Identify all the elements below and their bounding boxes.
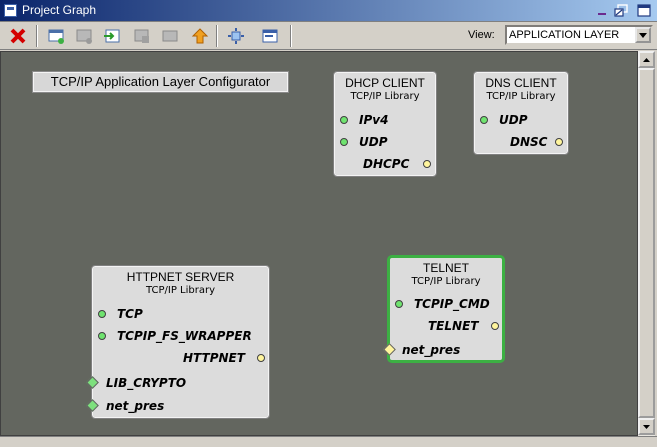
provided-port-icon[interactable]: [257, 354, 265, 362]
dependency-diamond-icon[interactable]: [86, 376, 99, 389]
maximize-icon[interactable]: [636, 3, 652, 18]
minimize-icon[interactable]: [594, 3, 610, 18]
required-port-icon[interactable]: [340, 116, 348, 124]
configurator-label[interactable]: TCP/IP Application Layer Configurator: [32, 71, 289, 93]
port-telnet[interactable]: TELNET: [390, 316, 502, 336]
toolbar-separator: [216, 25, 218, 47]
port-label: UDP: [359, 135, 388, 149]
toolbar-separator: [290, 25, 292, 47]
node-dhcp-client[interactable]: DHCP CLIENT TCP/IP Library IPv4 UDP DHCP…: [333, 71, 437, 177]
remove-component-icon[interactable]: [72, 24, 96, 48]
port-ipv4[interactable]: IPv4: [335, 110, 435, 130]
port-net-pres[interactable]: net_pres: [383, 340, 502, 360]
port-tcpip-fs-wrapper[interactable]: TCPIP_FS_WRAPPER: [93, 326, 268, 346]
scroll-down-icon[interactable]: [638, 418, 655, 435]
port-label: DHCPC: [363, 157, 410, 171]
port-label: LIB_CRYPTO: [106, 376, 187, 390]
node-subtitle: TCP/IP Library: [350, 91, 420, 102]
dependency-diamond-icon[interactable]: [383, 343, 396, 356]
port-label: TELNET: [428, 319, 479, 333]
port-httpnet[interactable]: HTTPNET: [93, 348, 268, 368]
port-tcpip-cmd[interactable]: TCPIP_CMD: [390, 294, 502, 314]
dependency-diamond-icon[interactable]: [86, 399, 99, 412]
port-tcp[interactable]: TCP: [93, 304, 268, 324]
port-label: net_pres: [106, 399, 165, 413]
view-select-value: APPLICATION LAYER: [509, 29, 620, 41]
restore-icon[interactable]: [613, 3, 629, 18]
toolbar: View: APPLICATION LAYER: [0, 22, 657, 50]
export-icon[interactable]: [130, 24, 154, 48]
bottom-frame: [0, 436, 657, 447]
node-title: DHCP CLIENT: [345, 76, 425, 90]
scrollbar-thumb[interactable]: [638, 68, 655, 418]
port-udp[interactable]: UDP: [475, 110, 567, 130]
delete-icon[interactable]: [6, 24, 30, 48]
add-component-icon[interactable]: [44, 24, 68, 48]
port-label: DNSC: [510, 135, 548, 149]
required-port-icon[interactable]: [98, 310, 106, 318]
node-title: HTTPNET SERVER: [126, 270, 235, 284]
port-label: TCPIP_CMD: [414, 297, 490, 311]
chevron-down-icon[interactable]: [635, 27, 651, 43]
window-icon: [4, 4, 17, 17]
node-dns-client[interactable]: DNS CLIENT TCP/IP Library UDP DNSC: [473, 71, 569, 155]
provided-port-icon[interactable]: [555, 138, 563, 146]
port-lib-crypto[interactable]: LIB_CRYPTO: [86, 373, 268, 393]
node-title: TELNET: [422, 261, 469, 275]
port-dhcpc[interactable]: DHCPC: [335, 154, 435, 174]
port-udp[interactable]: UDP: [335, 132, 435, 152]
graph-canvas[interactable]: TCP/IP Application Layer Configurator DH…: [0, 51, 638, 436]
required-port-icon[interactable]: [340, 138, 348, 146]
title-bar: Project Graph: [0, 0, 657, 22]
provided-port-icon[interactable]: [491, 322, 499, 330]
layout-icon[interactable]: [258, 24, 282, 48]
required-port-icon[interactable]: [480, 116, 488, 124]
port-dnsc[interactable]: DNSC: [475, 132, 567, 152]
node-subtitle: TCP/IP Library: [145, 285, 216, 296]
node-title: DNS CLIENT: [485, 76, 557, 90]
node-subtitle: TCP/IP Library: [486, 91, 556, 102]
required-port-icon[interactable]: [395, 300, 403, 308]
node-httpnet-server[interactable]: HTTPNET SERVER TCP/IP Library TCP TCPIP_…: [86, 265, 270, 419]
node-telnet[interactable]: TELNET TCP/IP Library TCPIP_CMD TELNET n…: [383, 255, 505, 363]
fit-to-window-icon[interactable]: [224, 24, 248, 48]
move-up-icon[interactable]: [188, 24, 212, 48]
vertical-scrollbar[interactable]: [638, 51, 655, 436]
port-label: UDP: [499, 113, 528, 127]
import-icon[interactable]: [100, 24, 124, 48]
port-label: HTTPNET: [183, 351, 245, 365]
port-label: TCPIP_FS_WRAPPER: [117, 329, 252, 343]
toolbar-separator: [36, 25, 38, 47]
node-subtitle: TCP/IP Library: [411, 276, 481, 287]
provided-port-icon[interactable]: [423, 160, 431, 168]
window-title: Project Graph: [22, 3, 97, 17]
port-net-pres[interactable]: net_pres: [86, 396, 268, 416]
view-label: View:: [468, 29, 495, 41]
scroll-up-icon[interactable]: [638, 51, 655, 68]
disabled-tool-icon[interactable]: [158, 24, 182, 48]
port-label: IPv4: [359, 113, 389, 127]
required-port-icon[interactable]: [98, 332, 106, 340]
port-label: TCP: [117, 307, 143, 321]
port-label: net_pres: [402, 343, 461, 357]
view-select[interactable]: APPLICATION LAYER: [505, 25, 653, 45]
